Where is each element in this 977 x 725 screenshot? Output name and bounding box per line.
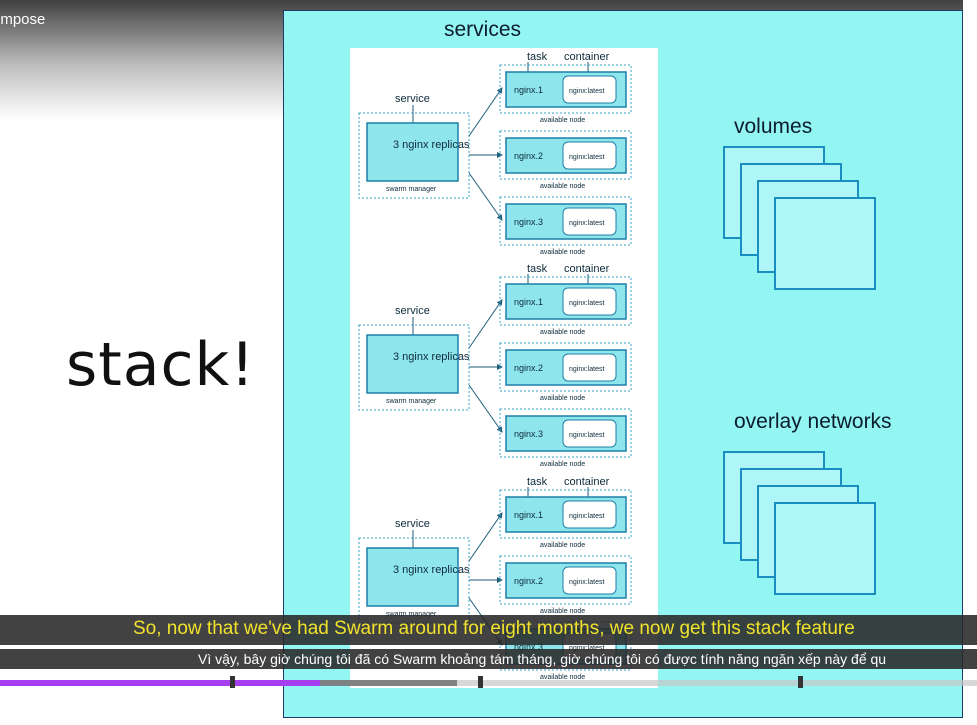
node-label: available node — [540, 461, 585, 468]
caption-background-english — [0, 615, 977, 645]
swarm-manager-label: swarm manager — [386, 398, 437, 405]
service-label: service — [395, 518, 430, 530]
container-name: nginx:latest — [569, 300, 604, 307]
task-name: nginx.2 — [514, 363, 543, 373]
volume-box — [774, 197, 876, 290]
task-name: nginx.3 — [514, 217, 543, 227]
volumes-label: volumes — [734, 115, 813, 138]
task-header: task — [527, 476, 548, 488]
node-label: available node — [540, 674, 585, 681]
replicas-label: 3 nginx replicas — [393, 564, 470, 576]
node-label: available node — [540, 117, 585, 124]
task-name: nginx.3 — [514, 429, 543, 439]
services-diagram-svg: task container service 3 nginx replicas … — [358, 51, 632, 681]
swarm-manager-label: swarm manager — [386, 186, 437, 193]
task-name: nginx.1 — [514, 510, 543, 520]
overlay-networks-label: overlay networks — [734, 410, 892, 433]
container-header: container — [564, 51, 610, 63]
task-name: nginx.1 — [514, 297, 543, 307]
container-name: nginx:latest — [569, 432, 604, 439]
network-box — [774, 502, 876, 595]
swarm-manager-label: swarm manager — [386, 611, 437, 618]
service-group-1: task container service 3 nginx replicas … — [358, 51, 632, 256]
task-header: task — [527, 263, 548, 275]
task-name: nginx.2 — [514, 576, 543, 586]
container-name: nginx:latest — [569, 579, 604, 586]
container-header: container — [564, 476, 610, 488]
caption-english: So, now that we've had Swarm around for … — [133, 618, 855, 639]
service-group-2: task container service 3 nginx replicas … — [358, 263, 632, 468]
progress-played[interactable] — [0, 680, 320, 686]
container-name: nginx:latest — [569, 366, 604, 373]
node-label: available node — [540, 395, 585, 402]
services-label: services — [444, 18, 522, 41]
replicas-label: 3 nginx replicas — [393, 139, 470, 151]
node-label: available node — [540, 329, 585, 336]
replicas-label: 3 nginx replicas — [393, 351, 470, 363]
container-name: nginx:latest — [569, 645, 604, 652]
container-header: container — [564, 263, 610, 275]
node-label: available node — [540, 183, 585, 190]
container-name: nginx:latest — [569, 513, 604, 520]
caption-background-vietnamese — [0, 649, 977, 669]
task-name: nginx.3 — [514, 642, 543, 652]
video-title[interactable]: ompose — [0, 11, 46, 28]
task-header: task — [527, 51, 548, 63]
node-label: available node — [540, 542, 585, 549]
chapter-marker[interactable] — [798, 676, 803, 688]
slide-left-heading: stack! — [66, 330, 256, 400]
container-name: nginx:latest — [569, 220, 604, 227]
task-name: nginx.2 — [514, 151, 543, 161]
node-label: available node — [540, 608, 585, 615]
progress-bar[interactable] — [0, 680, 977, 686]
container-name: nginx:latest — [569, 88, 604, 95]
task-name: nginx.1 — [514, 85, 543, 95]
caption-vietnamese: Vì vậy, bây giờ chúng tôi đã có Swarm kh… — [198, 651, 887, 667]
chapter-marker[interactable] — [478, 676, 483, 688]
services-diagram: task container service 3 nginx replicas … — [350, 48, 658, 688]
service-label: service — [395, 93, 430, 105]
chapter-marker[interactable] — [230, 676, 235, 688]
slide-right-edge — [963, 0, 977, 725]
service-label: service — [395, 305, 430, 317]
container-name: nginx:latest — [569, 154, 604, 161]
node-label: available node — [540, 249, 585, 256]
